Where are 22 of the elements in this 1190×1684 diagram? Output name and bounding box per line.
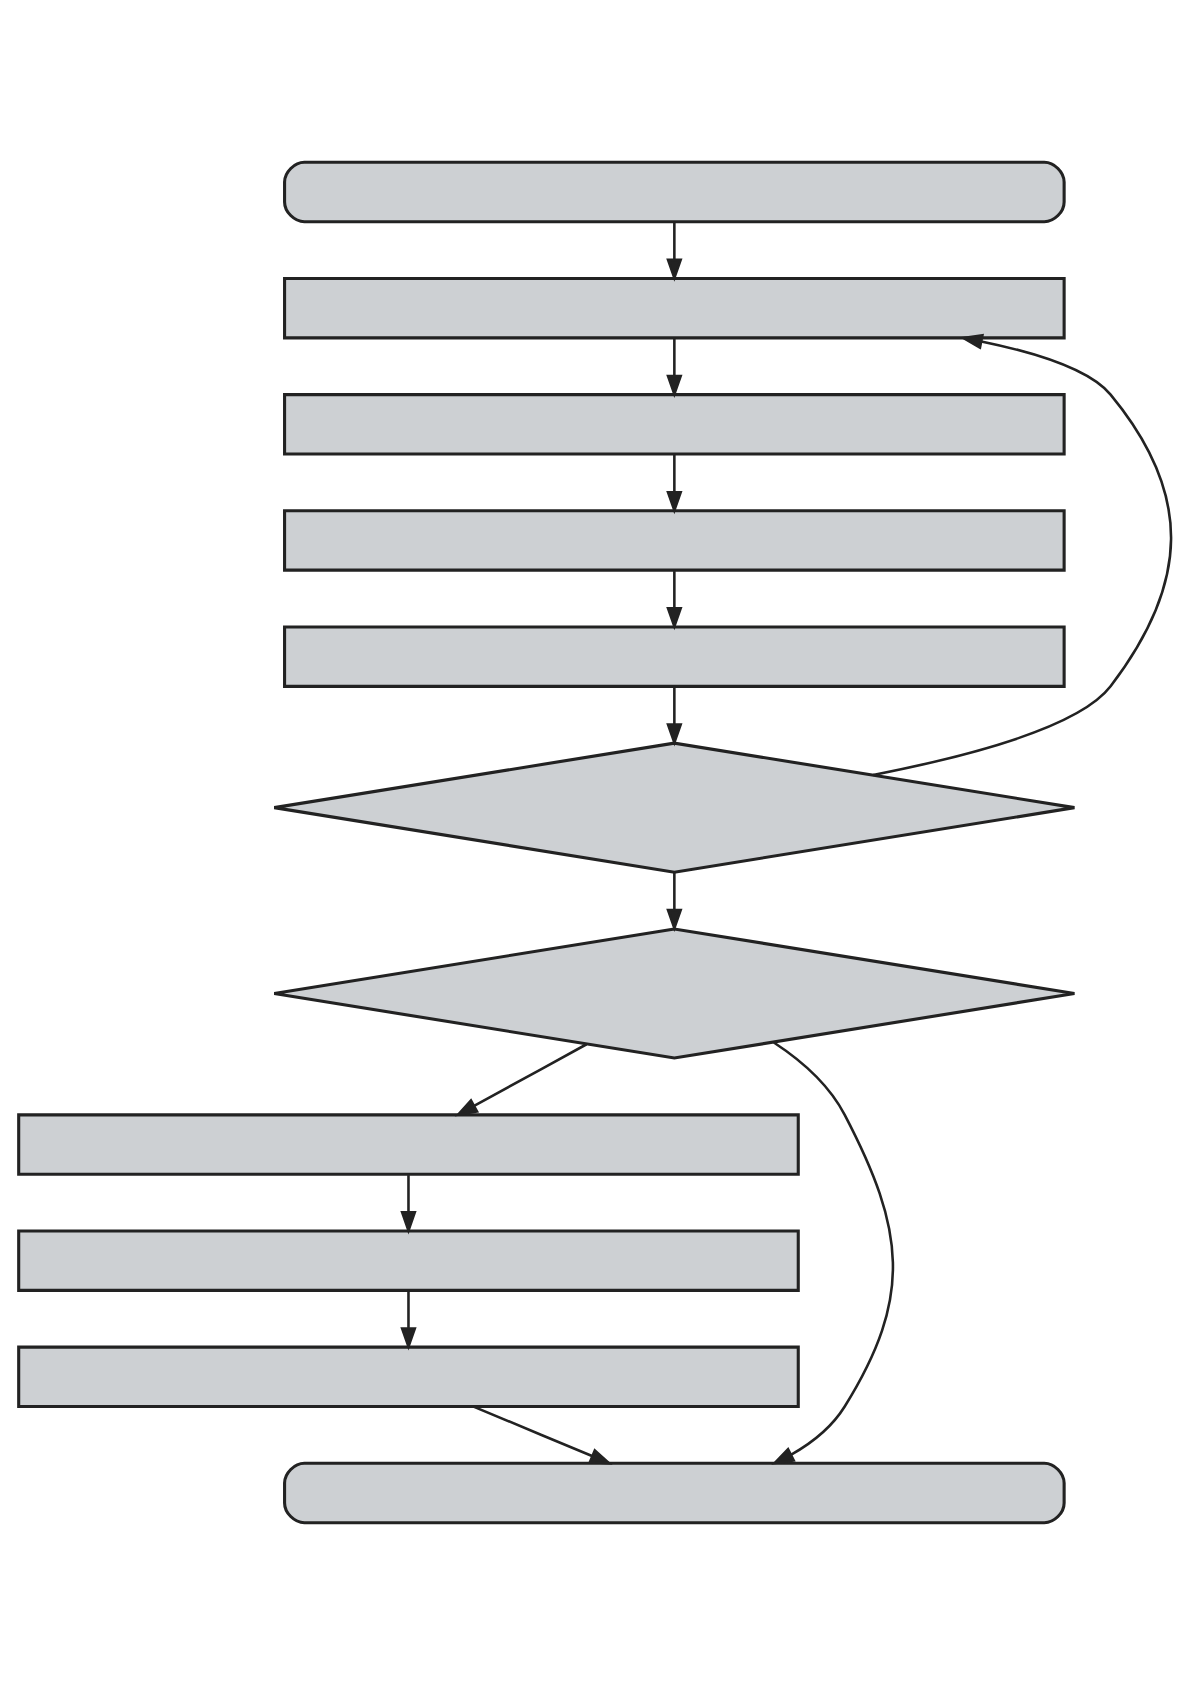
arrow: [666, 686, 683, 747]
arrow: [666, 338, 683, 398]
node-box: [283, 392, 1066, 456]
node-box: [283, 276, 1066, 339]
node-box: [283, 508, 1066, 572]
node-diamond: [272, 926, 1076, 1060]
arrow: [872, 333, 1173, 776]
node-box: [17, 1345, 800, 1408]
node-terminal: [283, 1461, 1066, 1524]
arrow: [666, 871, 683, 932]
node-box: [283, 624, 1066, 688]
arrow: [400, 1290, 417, 1351]
node-terminal: [283, 160, 1066, 223]
arrow: [666, 222, 683, 282]
arrow: [400, 1174, 417, 1234]
node-diamond: [272, 741, 1076, 874]
arrow: [771, 1040, 895, 1465]
arrow: [454, 1042, 588, 1117]
arrow: [666, 570, 683, 630]
arrow: [666, 454, 683, 514]
node-box: [17, 1112, 800, 1176]
node-box: [17, 1228, 800, 1292]
